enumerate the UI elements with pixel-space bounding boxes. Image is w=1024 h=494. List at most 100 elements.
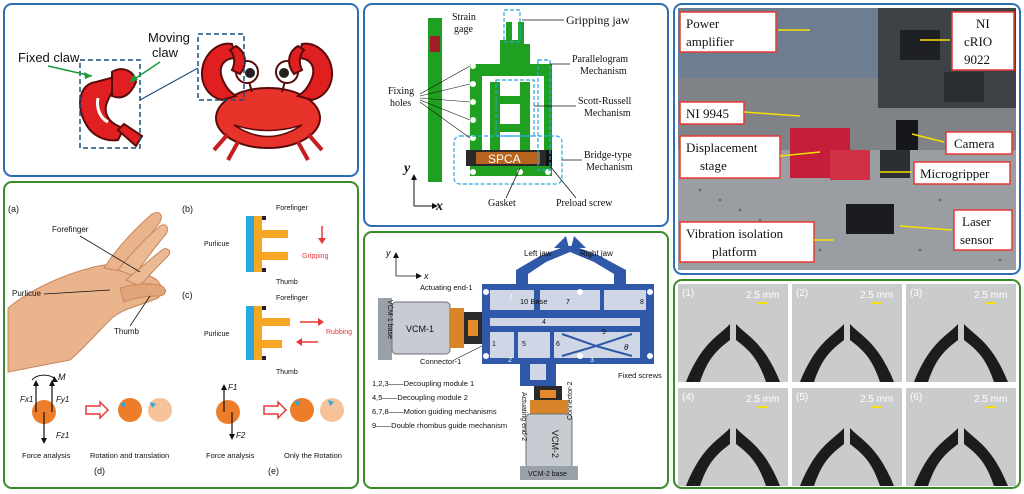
bridge-type-label-1: Bridge-type	[584, 150, 632, 161]
purlicue-label-a: Purlicue	[12, 289, 41, 298]
f1-label: F1	[228, 383, 237, 392]
force-analysis-e	[216, 384, 240, 440]
rubbing-label: Rubbing	[326, 329, 352, 336]
module-9: 9	[602, 329, 606, 336]
force-analysis-label-e: Force analysis	[206, 451, 255, 460]
fingers-panel: (a) Forefinger Purlicue Thumb (b) Forefi…	[3, 181, 359, 489]
ni-crio-label-1: NI	[976, 16, 990, 31]
spca-label: SPCA	[488, 152, 521, 166]
displacement-stage-label-1: Displacement	[686, 140, 758, 155]
fixing-holes-label-2: holes	[390, 98, 411, 109]
frame-label: (4)	[682, 392, 694, 403]
thumb-label-c: Thumb	[276, 369, 298, 376]
circle-e1	[290, 398, 314, 422]
scale-bar	[872, 302, 882, 304]
fixed-screws-label: Fixed screws	[618, 371, 662, 380]
crab-image	[201, 42, 333, 161]
scale-bar	[986, 302, 996, 304]
scale-bar	[758, 406, 768, 408]
module-2: 2	[508, 357, 512, 364]
scale-bar-label: 2.5 mm	[974, 394, 1007, 405]
scale-bar-label: 2.5 mm	[860, 394, 893, 405]
gripping-jaw-label: Gripping jaw	[566, 13, 630, 27]
vcm2-label: VCM-2	[550, 430, 560, 458]
bridge-type-label-2: Mechanism	[586, 162, 633, 173]
actuating-end-2-label: Actuating end-2	[520, 392, 527, 441]
scale-bar-label: 2.5 mm	[746, 394, 779, 405]
theta-label: θ	[624, 343, 629, 352]
thumb-label-a: Thumb	[114, 327, 139, 336]
frame-label: (5)	[796, 392, 808, 403]
fy1-label: Fy1	[56, 395, 69, 404]
scale-bar-label: 2.5 mm	[974, 290, 1007, 301]
vibration-isolation-label-1: Vibration isolation	[686, 226, 784, 241]
vcm-x-axis: x	[423, 271, 429, 281]
moving-claw-label-2: claw	[152, 45, 179, 60]
force-analysis-label-d: Force analysis	[22, 451, 71, 460]
scale-bar-label: 2.5 mm	[746, 290, 779, 301]
forefinger-label-a: Forefinger	[52, 225, 89, 234]
arrow-e	[263, 400, 288, 420]
frame-4: (4) 2.5 mm	[678, 388, 788, 486]
vcm2-base-label: VCM-2 base	[528, 471, 567, 478]
laser-sensor-label-1: Laser	[962, 214, 992, 229]
vcm1-motor	[378, 298, 482, 360]
scale-bar	[758, 302, 768, 304]
scale-bar-label: 2.5 mm	[860, 290, 893, 301]
strain-gage-label-2: gage	[454, 24, 473, 35]
frame-1: (1) 2.5 mm	[678, 284, 788, 382]
module-6: 6	[556, 341, 560, 348]
parallelogram-label-2: Mechanism	[580, 66, 627, 77]
label-b: (b)	[182, 204, 193, 214]
gripper-jaws-image	[686, 428, 780, 486]
moment-label: M	[58, 372, 66, 382]
gripper-jaws-image	[800, 324, 894, 382]
label-c: (c)	[182, 290, 193, 300]
frame-label: (1)	[682, 288, 694, 299]
module-11: 11	[534, 271, 541, 278]
gripper-jaws-image	[914, 428, 1008, 486]
forefinger-label-c: Forefinger	[276, 295, 309, 302]
frames-panel: (1)2.5 mm(2)2.5 mm(3)2.5 mm(4)2.5 mm(5)2…	[673, 279, 1021, 489]
circle-e2	[320, 398, 344, 422]
camera-label: Camera	[954, 136, 995, 151]
frame-6: (6) 2.5 mm	[906, 388, 1016, 486]
preload-screw-label: Preload screw	[556, 198, 613, 209]
strain-gage-label-1: Strain	[452, 12, 476, 23]
ni-crio-label-2: cRIO	[964, 34, 992, 49]
frame-5: (5) 2.5 mm	[792, 388, 902, 486]
fixing-holes-label-1: Fixing	[388, 86, 414, 97]
gripper-jaws-image	[800, 428, 894, 486]
scott-russell-label-2: Mechanism	[584, 108, 631, 119]
frame-label: (6)	[910, 392, 922, 403]
displacement-stage-label-2: stage	[700, 158, 727, 173]
vcm1-base-label: VCM-1 base	[386, 300, 393, 339]
legend-4: 9——Double rhombus guide mechanism	[372, 421, 507, 430]
fz1-label: Fz1	[56, 431, 69, 440]
gripping-label: Gripping	[302, 253, 329, 260]
frame-3: (3)2.5 mm	[906, 284, 1016, 382]
vcm1-label: VCM-1	[406, 324, 434, 334]
ni-crio-label-3: 9022	[964, 52, 990, 67]
mech-x-axis: x	[435, 199, 443, 214]
right-jaw-label: Right jaw	[580, 249, 613, 258]
label-a: (a)	[8, 204, 19, 214]
frame-grid: (1)2.5 mm(2)2.5 mm(3)2.5 mm(4)2.5 mm(5)2…	[678, 284, 1016, 486]
power-amplifier-label-1: Power	[686, 16, 720, 31]
only-rotation-label: Only the Rotation	[284, 451, 342, 460]
moving-claw-label-1: Moving	[148, 30, 190, 45]
force-analysis-d	[31, 374, 58, 444]
label-d: (d)	[94, 466, 105, 476]
fixed-claw-label: Fixed claw	[18, 50, 80, 65]
length-label: l	[510, 293, 512, 302]
parallelogram-label-1: Parallelogram	[572, 54, 628, 65]
rubbing-schematic	[246, 306, 290, 360]
module-12: 12	[594, 271, 602, 278]
fixed-claw-image	[79, 68, 144, 148]
crab-panel: Fixed claw Moving claw	[3, 3, 359, 177]
module-7: 7	[566, 299, 570, 306]
module-5: 5	[522, 341, 526, 348]
scott-russell-label-1: Scott-Russell	[578, 96, 632, 107]
legend-2: 4,5——Decoupling module 2	[372, 393, 468, 402]
